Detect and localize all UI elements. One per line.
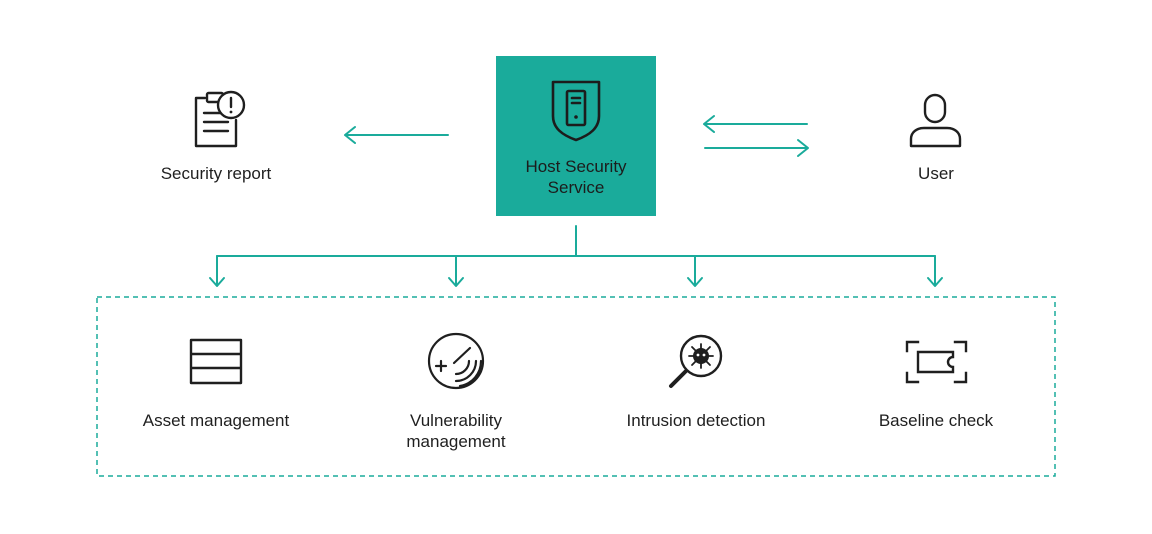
magnifier-bug-icon (669, 334, 723, 388)
feature-label-vulnerability-management: Vulnerability management (406, 411, 506, 451)
arrow-to-report (344, 126, 449, 144)
radar-icon (427, 332, 485, 390)
user-label: User (918, 164, 954, 183)
clipboard-alert-icon (194, 90, 246, 148)
shield-server-icon (551, 80, 601, 142)
user-icon (909, 93, 962, 148)
list-icon (189, 338, 243, 385)
tree-connector (209, 225, 943, 287)
feature-label-intrusion-detection: Intrusion detection (626, 411, 766, 430)
security-report-label: Security report (160, 164, 272, 183)
arrow-to-user (704, 139, 809, 157)
features-container (96, 296, 1056, 477)
feature-label-baseline-check: Baseline check (878, 411, 994, 430)
arrow-from-user (703, 115, 808, 133)
feature-label-asset-management: Asset management (142, 411, 290, 430)
hub-label: Host Security Service (525, 157, 627, 197)
scan-frame-icon (905, 340, 968, 384)
